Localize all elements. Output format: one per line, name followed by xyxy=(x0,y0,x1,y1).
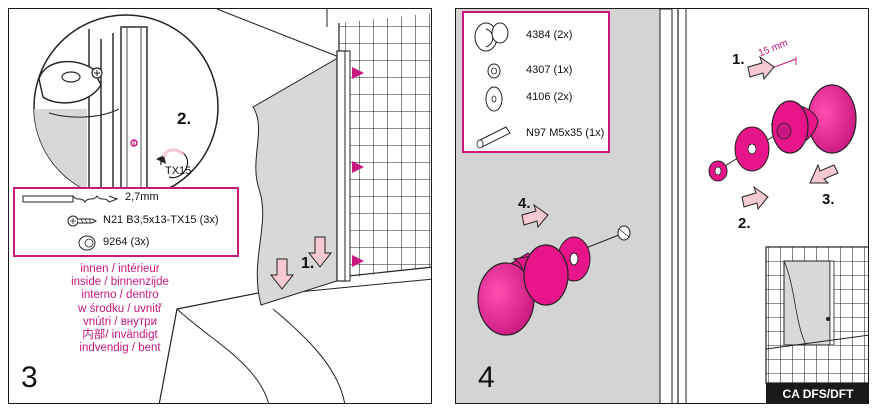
inside-label: indvendig / bent xyxy=(79,342,161,355)
step-4-marker: 4. xyxy=(518,195,531,212)
drill-bit-icon xyxy=(22,195,119,203)
washer-icon xyxy=(485,86,503,112)
part-label-bolt: N97 M5x35 (1x) xyxy=(526,127,605,139)
inside-label: vnútri / внутри xyxy=(82,315,157,328)
step-3-marker: 3. xyxy=(822,191,835,208)
parts-icons xyxy=(474,22,511,149)
step-1-marker: 1. xyxy=(301,255,315,272)
step-1-marker: 1. xyxy=(732,51,745,68)
part-label-screw: N21 B3,5x13-TX15 (3x) xyxy=(103,214,219,226)
screw-icon xyxy=(67,215,98,227)
cap-icon xyxy=(78,235,96,251)
knob-icon xyxy=(474,22,509,52)
inside-label: innen / intérieur xyxy=(80,263,160,275)
part-label-knob: 4384 (2x) xyxy=(526,29,573,41)
part-label-drill: 2,7mm xyxy=(125,191,159,203)
torx-size-label: TX15 xyxy=(165,165,192,177)
step-2-marker: 2. xyxy=(738,215,751,232)
part-label-nut: 4307 (1x) xyxy=(526,64,573,76)
inside-label: 内部/ invändigt xyxy=(82,329,158,342)
step-number: 3 xyxy=(21,361,38,394)
part-label-cap: 9264 (3x) xyxy=(103,236,150,248)
model-label: CA DFS/DFT xyxy=(766,383,868,403)
step-3-illustration xyxy=(33,9,431,403)
step-3-panel: 2. TX15 1. 2,7mm N21 B3,5x13-TX15 (3 xyxy=(8,8,432,404)
inside-label: inside / binnenzijde xyxy=(71,276,169,289)
parts-icons xyxy=(22,195,119,251)
inside-label: w środku / uvnitř xyxy=(78,302,162,315)
bolt-icon xyxy=(476,126,511,149)
parts-list-box: 4384 (2x) 4307 (1x) 4106 (2x) N97 M5x35 … xyxy=(462,11,610,153)
inside-label: interno / dentro xyxy=(81,289,159,302)
part-label-washer: 4106 (2x) xyxy=(526,91,573,103)
step-number: 4 xyxy=(478,361,495,394)
step-2-marker: 2. xyxy=(177,109,192,128)
nut-icon xyxy=(487,63,501,79)
inside-labels: innen / intérieur inside / binnenzijde i… xyxy=(45,263,195,355)
step-4-panel: 4384 (2x) 4307 (1x) 4106 (2x) N97 M5x35 … xyxy=(455,8,869,404)
parts-list-box: 2,7mm N21 B3,5x13-TX15 (3x) 9264 (3x) xyxy=(13,187,239,257)
